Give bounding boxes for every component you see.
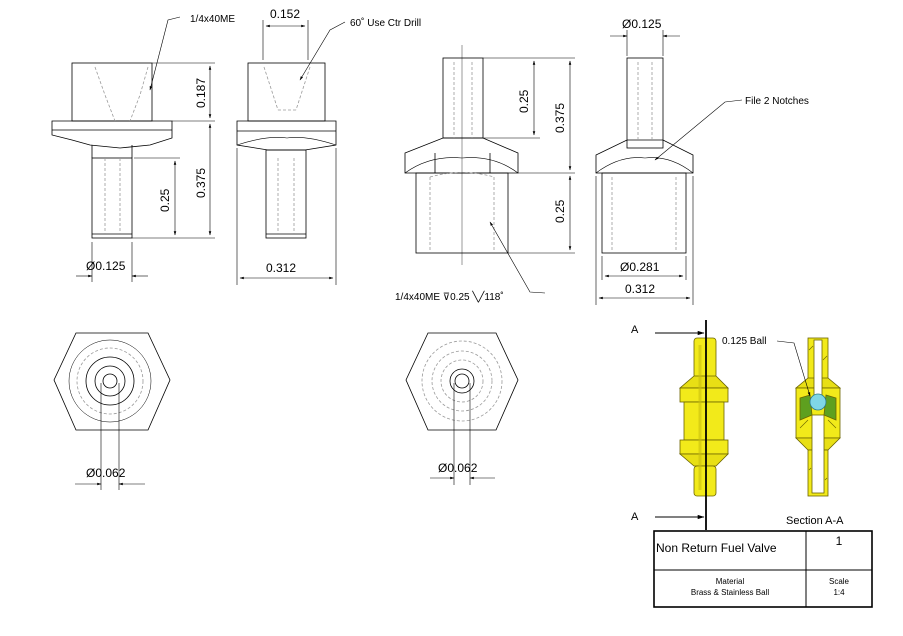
view2-dimensions: 0.152 60˚ Use Ctr Drill 0.312: [236, 7, 421, 285]
title-block-material-value: Brass & Stainless Ball: [690, 588, 770, 597]
section-view-aa: [794, 337, 842, 497]
view4-notched-elevation: [595, 57, 694, 254]
title-block-title: Non Return Fuel Valve: [656, 541, 777, 555]
section-markers: A A: [631, 324, 639, 523]
v3-thread-note: 1/4x40ME ⊽0.25 ╲╱118˚: [395, 290, 504, 303]
view1-dimensions: 1/4x40ME 0.187 0.375 0.25 Ø0.125: [76, 14, 235, 282]
v1-dim-187: 0.187: [194, 78, 208, 108]
hex-end-view-2: [405, 332, 519, 431]
v2-dim-312: 0.312: [266, 261, 296, 275]
v4-dim-312: 0.312: [625, 282, 655, 296]
section-mark-bottom: A: [631, 511, 639, 523]
title-block-frame: [653, 530, 873, 608]
ball-label: 0.125 Ball: [722, 336, 766, 347]
v1-dim-375: 0.375: [194, 168, 208, 198]
section-aa-label: Section A-A: [786, 515, 844, 527]
shaded-valve-3d: [678, 337, 729, 497]
v3-dim-25-bottom: 0.25: [553, 199, 567, 223]
view2-side-elevation: [236, 62, 337, 239]
v2-drill-label: 60˚ Use Ctr Drill: [350, 17, 421, 29]
v1-dim-25: 0.25: [158, 188, 172, 212]
hex-end-view-1: [53, 332, 171, 431]
view3-body-elevation: [404, 45, 519, 265]
title-block-material-label: Material: [715, 577, 745, 586]
hex2-dimension: Ø0.062: [430, 383, 495, 485]
hex1-dimension: Ø0.062: [75, 383, 145, 490]
v1-dim-dia: Ø0.125: [86, 259, 126, 273]
v1-thread-label: 1/4x40ME: [190, 14, 235, 25]
v3-dim-375: 0.375: [553, 103, 567, 133]
hex1-dim-dia: Ø0.062: [86, 466, 126, 480]
view1-front-elevation: [51, 62, 173, 239]
hex2-dim-dia: Ø0.062: [438, 461, 478, 475]
title-block-sheet: 1: [835, 534, 843, 548]
v3-dim-25-top: 0.25: [517, 89, 531, 113]
section-mark-top: A: [631, 324, 639, 336]
v2-dim-152: 0.152: [270, 7, 300, 21]
v4-dim-dia-top: Ø0.125: [622, 17, 662, 31]
title-block-scale-label: Scale: [828, 577, 849, 586]
view3-dimensions: 0.25 0.375 0.25 1/4x40ME ⊽0.25 ╲╱118˚: [395, 57, 575, 303]
section-line-a: [655, 320, 707, 530]
v4-notches-label: File 2 Notches: [745, 96, 809, 107]
view4-dimensions: Ø0.125 File 2 Notches Ø0.281 0.312: [595, 17, 809, 305]
v4-dim-dia-body: Ø0.281: [620, 260, 660, 274]
section-aa-notes: 0.125 Ball Section A-A: [722, 336, 844, 527]
title-block-scale-value: 1:4: [833, 588, 845, 597]
